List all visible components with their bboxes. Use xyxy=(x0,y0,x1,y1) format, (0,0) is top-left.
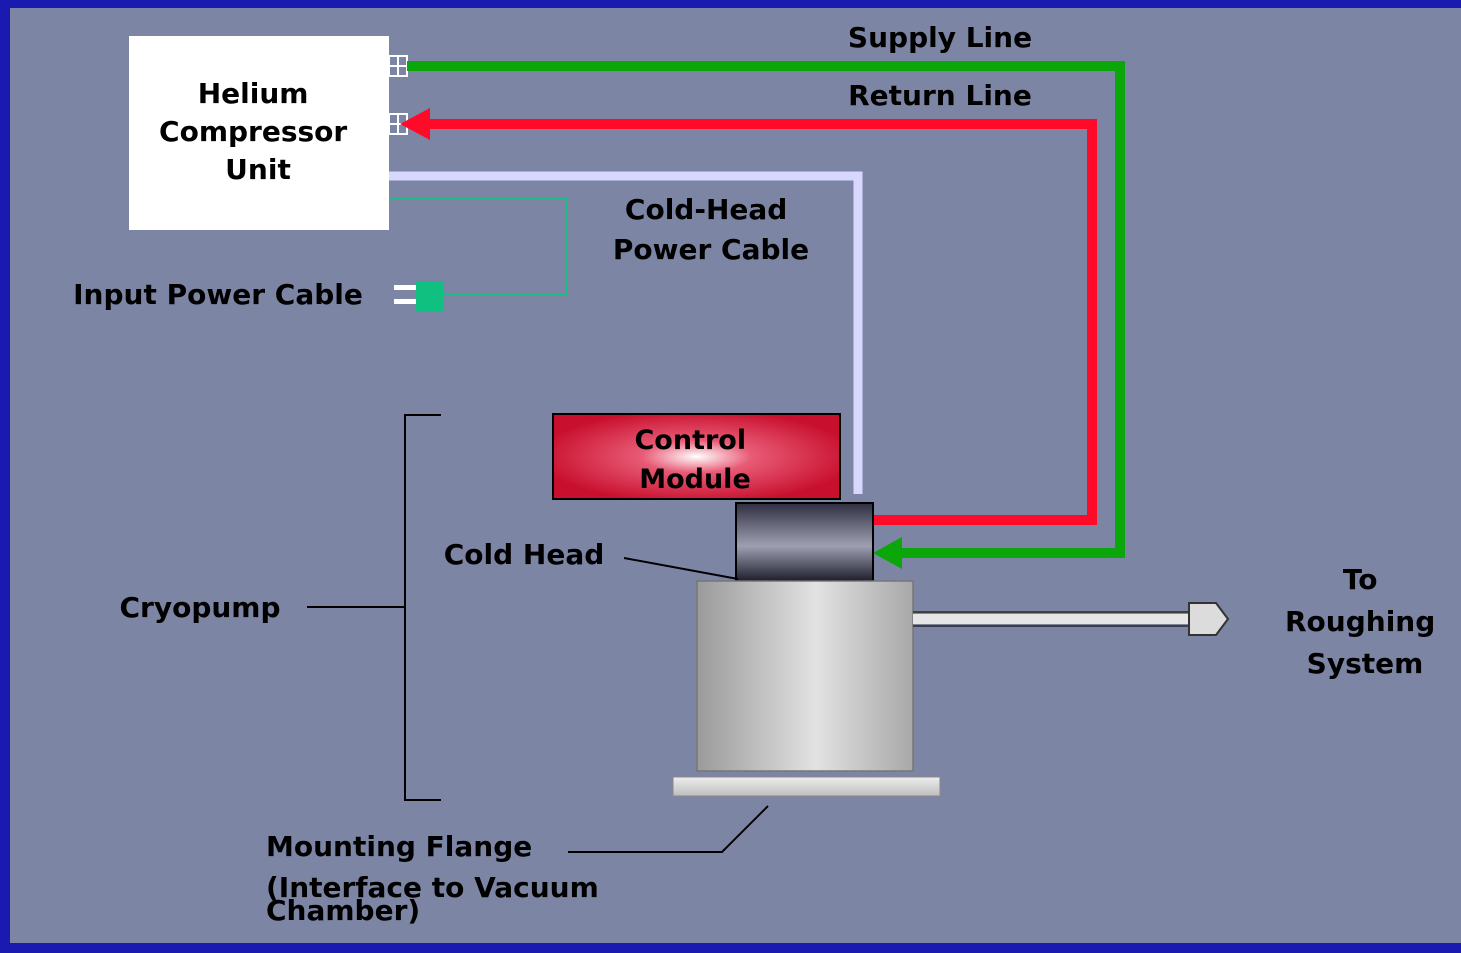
supply-line-arrowhead xyxy=(873,537,902,569)
control-module-label: Control Module xyxy=(634,425,755,495)
compressor-label: Helium Compressor Unit xyxy=(159,77,357,186)
roughing-system-label: To Roughing System xyxy=(1285,563,1445,680)
cold-head-label: Cold Head xyxy=(444,538,605,571)
roughing-port-pipe xyxy=(913,611,1190,627)
input-power-cable-label: Input Power Cable xyxy=(73,278,363,311)
cold-head-power-cable xyxy=(389,171,863,494)
cryopump-body xyxy=(696,580,914,772)
mounting-flange-leader xyxy=(568,805,769,853)
input-power-cable xyxy=(389,197,567,295)
helium-compressor-box xyxy=(129,36,389,230)
cryopump-label: Cryopump xyxy=(119,591,280,624)
power-plug-icon xyxy=(394,281,444,311)
cold-head-power-cable-label: Cold-Head Power Cable xyxy=(613,193,809,266)
return-line-arrowhead xyxy=(400,108,430,140)
cold-head xyxy=(735,502,874,582)
mounting-flange-label: Mounting Flange (Interface to Vacuum Cha… xyxy=(266,830,609,927)
supply-line-label: Supply Line xyxy=(848,21,1032,54)
cold-head-leader xyxy=(623,557,739,580)
roughing-port-arrow-icon xyxy=(1188,602,1230,636)
mounting-flange xyxy=(672,776,941,797)
control-module xyxy=(552,413,841,500)
return-line xyxy=(420,119,1097,525)
return-line-label: Return Line xyxy=(848,79,1032,112)
supply-line xyxy=(407,61,1125,558)
